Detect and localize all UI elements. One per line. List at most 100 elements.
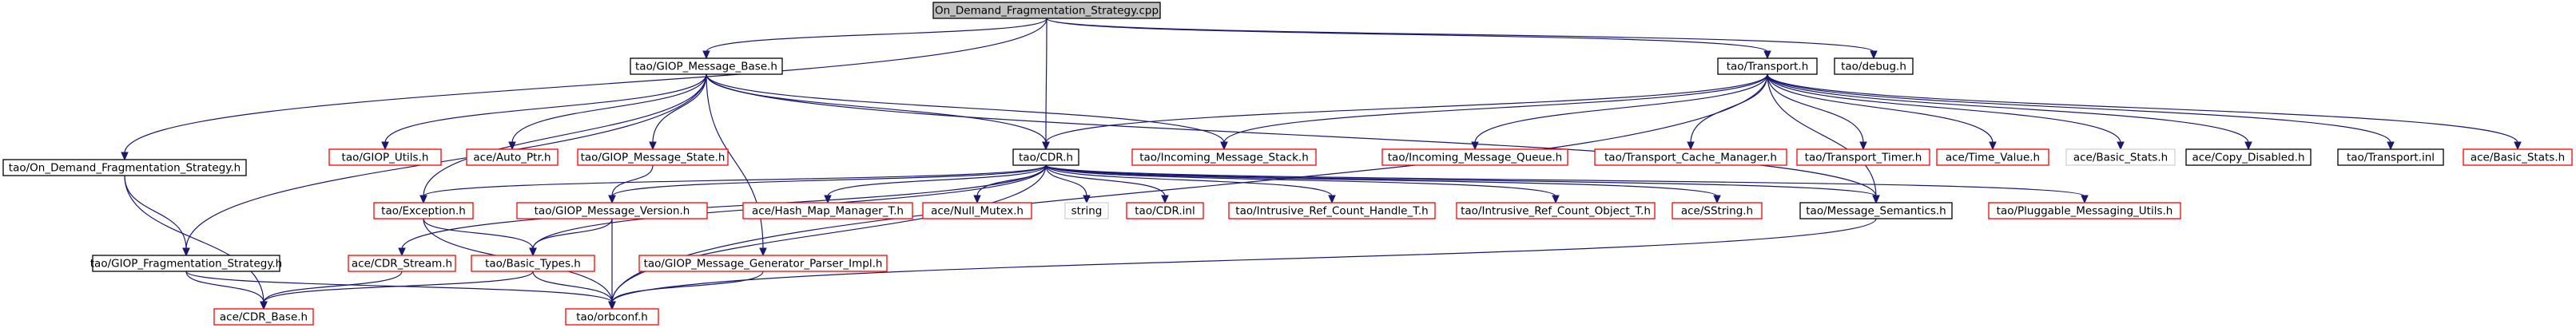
node-box	[348, 255, 456, 272]
node-tinl[interactable]: tao/Transport.inl	[2337, 148, 2444, 166]
node-irch[interactable]: tao/Intrusive_Ref_Count_Handle_T.h	[1228, 202, 1436, 219]
node-box	[577, 148, 729, 166]
node-msem[interactable]: tao/Message_Semantics.h	[1799, 202, 1953, 219]
node-copyd[interactable]: ace/Copy_Disabled.h	[2185, 148, 2312, 166]
node-gutils[interactable]: tao/GIOP_Utils.h	[328, 148, 442, 166]
node-orbconf[interactable]: tao/orbconf.h	[565, 308, 659, 326]
node-box	[638, 255, 888, 272]
edge-gmb-to-ims	[706, 73, 1228, 151]
edge-gmb-to-gutils	[381, 73, 707, 151]
node-box	[516, 202, 708, 219]
edge-cdr-to-cdrinl	[1045, 164, 1169, 204]
node-label: tao/Incoming_Message_Queue.h	[1388, 152, 1563, 164]
edge-trans-to-ims	[1220, 73, 1768, 151]
node-box	[328, 148, 442, 166]
node-bstats2[interactable]: ace/Basic_Stats.h	[2463, 148, 2573, 166]
node-box	[466, 148, 559, 166]
node-box	[1717, 57, 1818, 75]
node-box	[932, 2, 1161, 19]
node-label: string	[1071, 205, 1103, 218]
edge-gmb-to-gms	[649, 73, 707, 151]
node-label: ace/Basic_Stats.h	[2471, 152, 2565, 164]
node-ttimer[interactable]: tao/Transport_Timer.h	[1796, 148, 1930, 166]
node-exc[interactable]: tao/Exception.h	[373, 202, 474, 219]
node-label: tao/Exception.h	[381, 205, 466, 218]
edge-gmb-to-autop	[508, 73, 707, 151]
node-label: tao/Pluggable_Messaging_Utils.h	[1997, 205, 2173, 218]
node-gms[interactable]: tao/GIOP_Message_State.h	[577, 148, 729, 166]
node-label: tao/Transport.inl	[2347, 152, 2435, 164]
node-label: ace/SString.h	[1681, 205, 1753, 218]
node-cdrbase[interactable]: ace/CDR_Base.h	[213, 308, 314, 326]
node-label: tao/Incoming_Message_Stack.h	[1139, 152, 1309, 164]
node-box	[2185, 148, 2312, 166]
node-autop[interactable]: ace/Auto_Ptr.h	[466, 148, 559, 166]
edge-root-to-gmb	[702, 18, 1047, 60]
edge-gms-to-gmv	[608, 164, 654, 204]
edge-cdr-to-irch	[1045, 164, 1336, 204]
node-label: tao/CDR.h	[1019, 152, 1073, 164]
node-tcm[interactable]: tao/Transport_Cache_Manager.h	[1594, 148, 1787, 166]
edge-gmb-to-cdr	[706, 73, 1050, 151]
edge-trans-to-ttimer	[1767, 73, 1867, 151]
edge-root-to-cdr	[1042, 18, 1050, 151]
node-label: ace/CDR_Base.h	[220, 311, 308, 324]
node-cdrinl[interactable]: tao/CDR.inl	[1126, 202, 1204, 219]
node-gmv[interactable]: tao/GIOP_Message_Version.h	[516, 202, 708, 219]
node-ims[interactable]: tao/Incoming_Message_Stack.h	[1131, 148, 1317, 166]
node-box	[92, 255, 280, 272]
node-label: tao/GIOP_Message_Generator_Parser_Impl.h	[644, 258, 883, 271]
edge-gfs-to-cdrbase	[185, 271, 268, 310]
node-btypes[interactable]: tao/Basic_Types.h	[471, 255, 595, 272]
node-trans[interactable]: tao/Transport.h	[1717, 57, 1818, 75]
node-odfsh[interactable]: tao/On_Demand_Fragmentation_Strategy.h	[2, 159, 247, 176]
node-hmm[interactable]: ace/Hash_Map_Manager_T.h	[742, 202, 913, 219]
edge-trans-to-bstats1	[1767, 73, 2125, 151]
node-label: tao/GIOP_Message_State.h	[581, 152, 725, 164]
node-box	[1126, 202, 1204, 219]
node-box	[1796, 148, 1930, 166]
node-cdr[interactable]: tao/CDR.h	[1012, 148, 1079, 166]
node-label: tao/orbconf.h	[576, 311, 648, 324]
node-label: tao/Intrusive_Ref_Count_Object_T.h	[1461, 205, 1651, 218]
node-imq[interactable]: tao/Incoming_Message_Queue.h	[1381, 148, 1568, 166]
node-label: tao/GIOP_Fragmentation_Strategy.h	[90, 258, 282, 271]
node-bstats1[interactable]: ace/Basic_Stats.h	[2065, 148, 2176, 166]
node-box	[1988, 202, 2181, 219]
node-box	[1064, 202, 1109, 219]
node-box	[1228, 202, 1436, 219]
node-gmb[interactable]: tao/GIOP_Message_Base.h	[630, 57, 783, 75]
node-label: tao/On_Demand_Fragmentation_Strategy.h	[9, 162, 241, 175]
node-box	[1799, 202, 1953, 219]
edge-exc-to-btypes	[423, 218, 537, 257]
edge-trans-to-bstats2	[1767, 73, 2522, 151]
node-irco[interactable]: tao/Intrusive_Ref_Count_Object_T.h	[1456, 202, 1656, 219]
edge-cdr-to-msem	[1045, 164, 1880, 204]
node-gmgpi[interactable]: tao/GIOP_Message_Generator_Parser_Impl.h	[638, 255, 888, 272]
node-debug[interactable]: tao/debug.h	[1834, 57, 1914, 75]
node-box	[1456, 202, 1656, 219]
node-label: ace/CDR_Stream.h	[352, 258, 452, 271]
edge-trans-to-tcm	[1687, 73, 1768, 151]
edge-trans-to-orbconf	[608, 73, 1768, 310]
node-nmut[interactable]: ace/Null_Mutex.h	[922, 202, 1032, 219]
node-sstr[interactable]: ace/SString.h	[1672, 202, 1763, 219]
node-root[interactable]: On_Demand_Fragmentation_Strategy.cpp	[932, 2, 1161, 19]
node-str[interactable]: string	[1064, 202, 1109, 219]
node-cdrs[interactable]: ace/CDR_Stream.h	[348, 255, 456, 272]
node-box	[2065, 148, 2176, 166]
node-box	[1672, 202, 1763, 219]
edge-gmv-to-orbconf	[608, 219, 616, 310]
edge-cdr-to-sstr	[1045, 164, 1721, 204]
node-gfs[interactable]: tao/GIOP_Fragmentation_Strategy.h	[90, 255, 282, 272]
edge-cdr-to-irco	[1045, 164, 1560, 204]
node-label: tao/GIOP_Utils.h	[342, 152, 429, 164]
edge-cdr-to-pmu	[1045, 164, 2089, 204]
node-pmu[interactable]: tao/Pluggable_Messaging_Utils.h	[1988, 202, 2181, 219]
node-tval[interactable]: ace/Time_Value.h	[1936, 148, 2049, 166]
node-box	[922, 202, 1032, 219]
edge-btypes-to-orbconf	[532, 271, 616, 310]
node-label: tao/debug.h	[1841, 61, 1906, 73]
edge-trans-to-tval	[1767, 73, 1997, 151]
node-label: ace/Null_Mutex.h	[931, 205, 1024, 218]
